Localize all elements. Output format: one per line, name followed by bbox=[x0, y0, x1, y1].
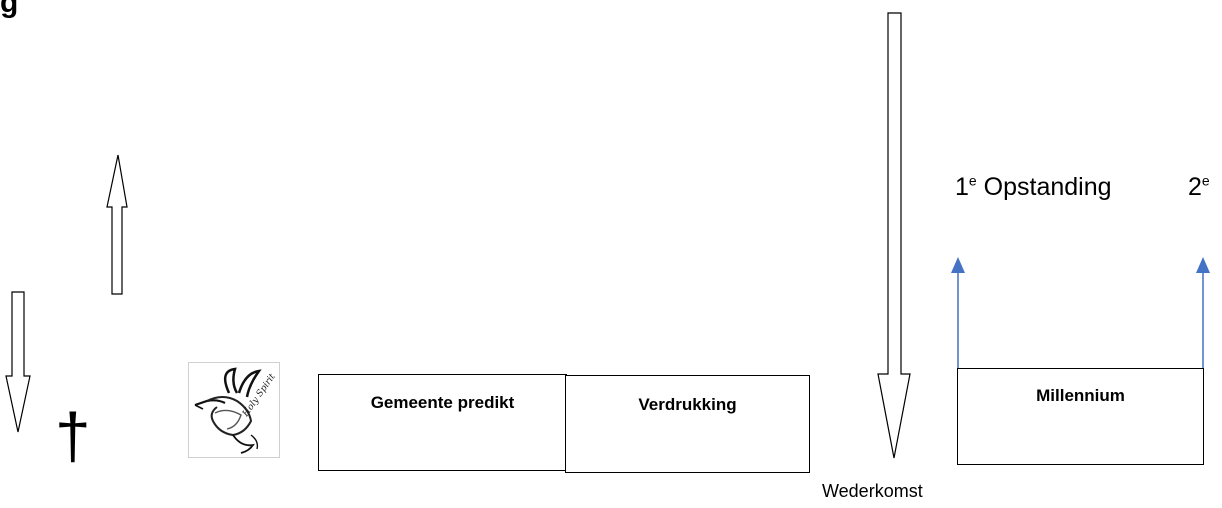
second-resurrection-label: 2e bbox=[1188, 173, 1210, 202]
wederkomst-label: Wederkomst bbox=[822, 481, 923, 501]
period-church-label: Gemeente predikt bbox=[370, 393, 515, 412]
wederkomst-arrow-icon bbox=[877, 12, 911, 459]
period-tribulation-box: Verdrukking bbox=[565, 375, 810, 473]
ascend-arrow-icon bbox=[106, 154, 128, 295]
cross-icon: † bbox=[55, 400, 91, 472]
first-resurrection-superscript: e bbox=[968, 172, 977, 189]
period-millennium-box: Millennium bbox=[957, 368, 1204, 465]
dove-drawing bbox=[194, 367, 262, 454]
holy-spirit-dove-icon: Holy Spirit bbox=[188, 362, 280, 458]
second-resurrection-arrowhead-icon bbox=[1196, 257, 1210, 273]
first-resurrection-word: Opstanding bbox=[983, 173, 1112, 201]
second-resurrection-superscript: e bbox=[1201, 172, 1210, 189]
second-resurrection-number: 2 bbox=[1188, 173, 1202, 201]
descend-arrow-icon bbox=[5, 291, 31, 433]
first-resurrection-arrowhead-icon bbox=[951, 257, 965, 273]
diagram-title: g bbox=[0, 0, 19, 19]
period-tribulation-label: Verdrukking bbox=[638, 395, 737, 414]
period-millennium-label: Millennium bbox=[1036, 386, 1125, 405]
first-resurrection-label: 1e Opstanding bbox=[955, 173, 1112, 202]
period-church-box: Gemeente predikt bbox=[318, 374, 567, 471]
first-resurrection-number: 1 bbox=[955, 173, 969, 201]
